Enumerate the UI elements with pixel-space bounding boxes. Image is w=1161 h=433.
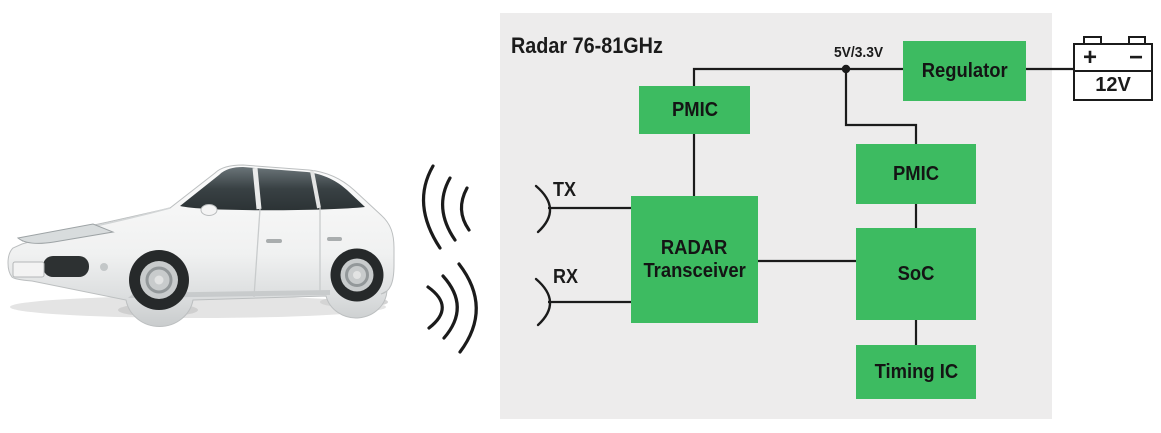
battery-terminal-positive xyxy=(1083,36,1102,46)
pmic-right-block: PMIC xyxy=(856,144,976,204)
car-rear-wheel xyxy=(330,248,384,302)
regulator-block: Regulator xyxy=(903,41,1026,101)
junction-dot xyxy=(841,64,851,74)
timing-ic-block: Timing IC xyxy=(856,345,976,399)
radar-waves-return-icon xyxy=(426,262,478,354)
soc-label: SoC xyxy=(897,262,935,285)
battery-polarity-row: + − xyxy=(1075,45,1151,72)
soc-block: SoC xyxy=(856,228,976,320)
pmic-top-block: PMIC xyxy=(639,86,750,134)
pmic-top-label: PMIC xyxy=(671,98,718,121)
radar-transceiver-label-line2: Transceiver xyxy=(643,259,746,282)
car-front-wheel xyxy=(129,250,189,310)
battery-voltage-label: 12V xyxy=(1095,74,1131,96)
battery-terminal-negative xyxy=(1128,36,1146,46)
rail-voltage-label: 5V/3.3V xyxy=(834,44,884,61)
pmic-right-label: PMIC xyxy=(893,162,939,185)
regulator-label: Regulator xyxy=(921,59,1008,82)
car-details xyxy=(12,204,342,298)
car-image xyxy=(7,164,395,328)
battery-body: + − 12V xyxy=(1073,43,1153,101)
rx-antenna-icon xyxy=(534,277,552,327)
rx-label: RX xyxy=(553,266,579,288)
battery-minus-sign: − xyxy=(1128,43,1143,71)
timing-ic-label: Timing IC xyxy=(874,360,958,383)
battery-12v-icon: + − 12V xyxy=(1073,36,1155,102)
panel-title: Radar 76-81GHz xyxy=(511,33,663,58)
battery-plus-sign: + xyxy=(1083,43,1098,71)
tx-label: TX xyxy=(553,179,577,201)
tx-antenna-icon xyxy=(534,184,552,234)
connector-lines xyxy=(548,67,1073,345)
radar-transceiver-label-line1: RADAR xyxy=(661,236,728,259)
radar-waves-outgoing-icon xyxy=(421,164,471,250)
battery-voltage-row: 12V xyxy=(1075,72,1151,99)
radar-transceiver-block: RADAR Transceiver xyxy=(631,196,758,323)
car-windows xyxy=(180,167,365,211)
